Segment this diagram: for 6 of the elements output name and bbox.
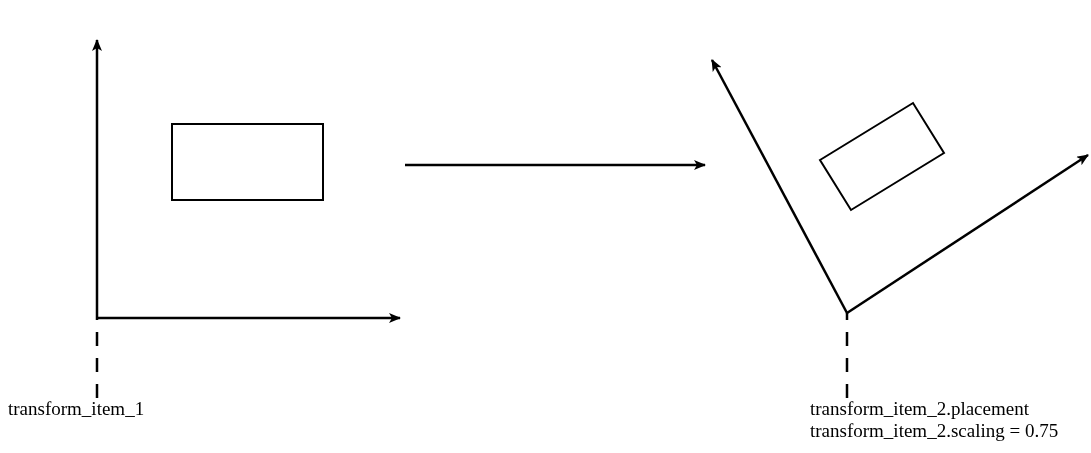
leader-line <box>95 318 99 398</box>
leader-line <box>845 313 849 398</box>
annotation-text: transform_item_1 <box>8 398 146 420</box>
annotation-text: transform_item_2.scaling = 0.75 <box>810 420 1060 442</box>
arrow <box>405 160 706 170</box>
annotation-text: transform_item_2.placement <box>810 398 1030 420</box>
